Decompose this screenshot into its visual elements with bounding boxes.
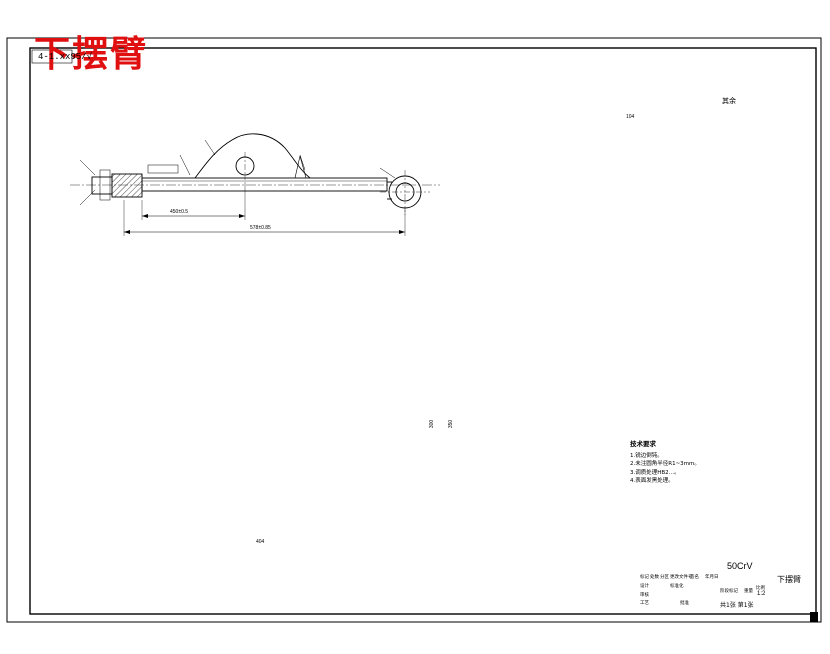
corner-tag-box — [31, 49, 73, 64]
note-line: 2.未注圆角半径R1~3mm。 — [630, 461, 700, 467]
tb-label: 批准 — [680, 601, 689, 606]
tb-label: 阶段标记 — [720, 589, 738, 594]
dim-plan-height-inner: 300 — [429, 419, 436, 429]
corner-tag: 4-1.xx95/√ — [38, 52, 93, 62]
drawing-title-overlay: 下摆臂 — [34, 33, 149, 75]
note-line: 1.锐边倒钝。 — [630, 452, 663, 459]
dim-plan-width: 404 — [256, 539, 265, 545]
tb-label: 更改文件号 — [670, 575, 693, 580]
note-line: 3.调质处理HB2…。 — [630, 469, 680, 476]
front-view — [70, 133, 440, 236]
tb-label: 审核 — [640, 593, 649, 598]
part-name: 下摆臂 — [777, 575, 801, 584]
tb-label: 签名 — [690, 575, 699, 580]
inner-frame — [29, 47, 817, 615]
tb-label: 工艺 — [640, 601, 649, 606]
outer-frame — [6, 37, 822, 623]
dim-sub-length: 450±0.5 — [170, 209, 189, 215]
technical-requirements: 技术要求 1.锐边倒钝。 2.未注圆角半径R1~3mm。 3.调质处理HB2…。… — [630, 440, 700, 486]
notes-title: 技术要求 — [630, 440, 656, 448]
tb-label: 处数 — [650, 575, 659, 580]
tb-label: 分区 — [660, 575, 669, 580]
tb-label: 比例 — [756, 586, 765, 591]
scale-value: 1:2 — [757, 591, 766, 597]
tb-label: 重量 — [744, 589, 753, 594]
tb-label: 标准化 — [670, 584, 684, 589]
corner-mark — [810, 612, 818, 622]
tb-label: 设计 — [640, 584, 649, 589]
tb-label: 年月日 — [705, 575, 719, 580]
dim-overall-length: 578±0.85 — [250, 225, 271, 231]
sheet-info: 共1张 第1张 — [720, 602, 754, 609]
tb-label: 标记 — [640, 575, 649, 580]
note-line: 4.表面发黑处理。 — [630, 478, 674, 484]
material-value: 50CrV — [727, 561, 753, 571]
dim-plan-height-outer: 350 — [448, 419, 455, 429]
roughness-note: 其余 — [722, 97, 736, 105]
dim-top-width: 104 — [626, 114, 635, 120]
